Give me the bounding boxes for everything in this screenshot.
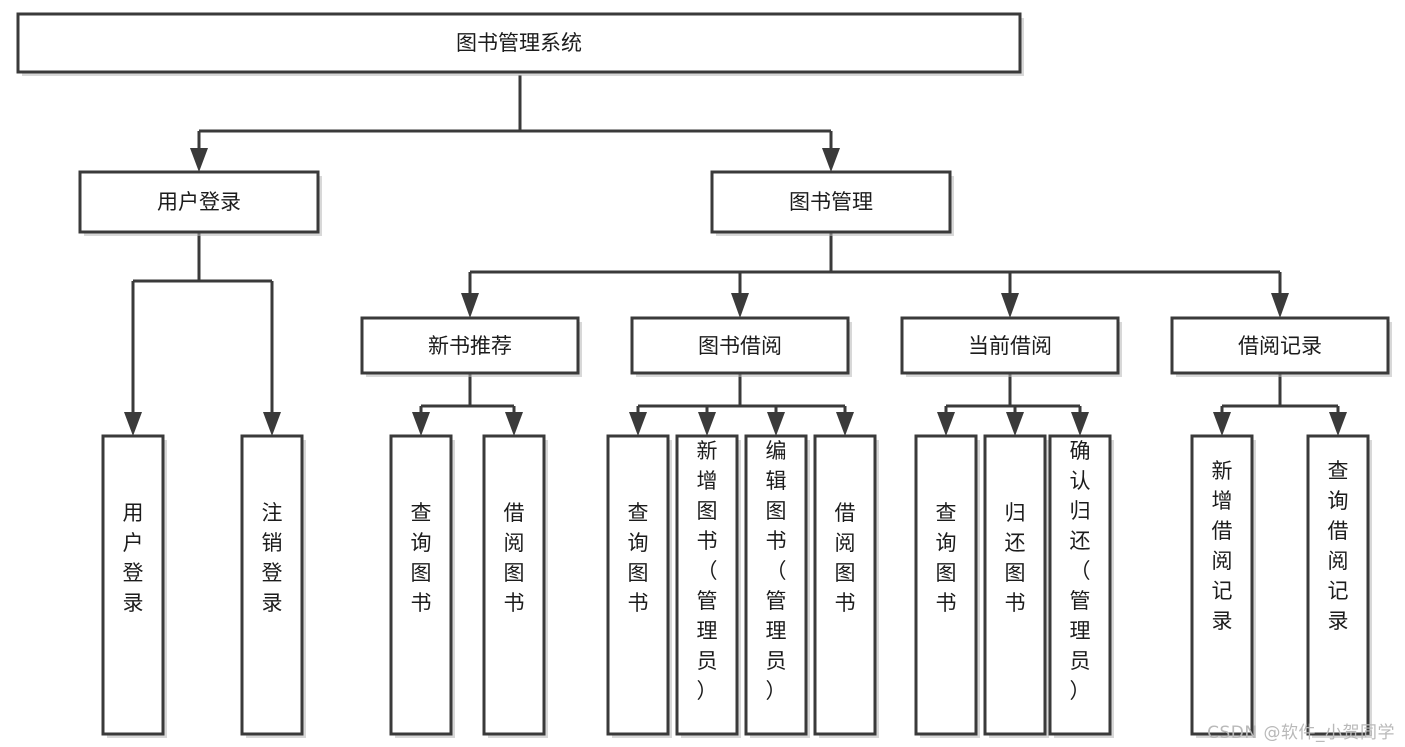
- new-book-recommend-box: [360, 316, 580, 375]
- arrowhead-nb-query: [412, 412, 430, 436]
- leaf-box: [983, 434, 1047, 736]
- arrowhead-br-add: [1213, 412, 1231, 436]
- arrowhead-cb-confirm: [1071, 412, 1089, 436]
- leaf-box: [744, 434, 808, 736]
- root-label: 图书管理系统: [456, 31, 582, 55]
- leaf-box: [914, 434, 978, 736]
- leaf-label: 查询借阅记录: [1328, 459, 1349, 633]
- csdn-watermark: CSDN @软件_小贺同学: [1207, 723, 1395, 743]
- leaf-curborrow-return[interactable]: 归还图书: [983, 434, 1049, 738]
- arrowhead-user-login: [190, 148, 208, 172]
- arrowhead-leaf-logout: [263, 412, 281, 436]
- node-root[interactable]: 图书管理系统: [16, 12, 1024, 76]
- arrowhead-book-mgmt: [822, 148, 840, 172]
- leaf-borrowrec-query[interactable]: 查询借阅记录: [1306, 434, 1372, 738]
- book-management-box: [710, 170, 952, 234]
- node-current-borrow[interactable]: 当前借阅: [900, 316, 1122, 377]
- node-book-borrow[interactable]: 图书借阅: [630, 316, 852, 377]
- leaf-label: 查询图书: [628, 501, 649, 615]
- node-new-book-recommend[interactable]: 新书推荐: [360, 316, 582, 377]
- leaf-label: 编辑图书（管理员）: [766, 439, 787, 703]
- leaf-curborrow-confirm[interactable]: 确认归还（管理员）: [1048, 434, 1114, 738]
- leaf-label: 用户登录: [123, 501, 144, 615]
- leaf-label: 归还图书: [1005, 501, 1026, 615]
- leaf-box: [1306, 434, 1370, 736]
- arrowhead-cb-return: [1006, 412, 1024, 436]
- user-login-label: 用户登录: [157, 190, 241, 214]
- leaf-box: [1190, 434, 1254, 736]
- arrowhead-bb-edit: [767, 412, 785, 436]
- book-management-label: 图书管理: [789, 190, 873, 214]
- leaf-newbook-query[interactable]: 查询图书: [389, 434, 455, 738]
- leaf-box: [240, 434, 304, 736]
- arrowhead-nb-borrow: [505, 412, 523, 436]
- arrowhead-br-query: [1329, 412, 1347, 436]
- borrow-record-label: 借阅记录: [1238, 334, 1322, 358]
- leaf-borrowrec-add[interactable]: 新增借阅记录: [1190, 434, 1256, 738]
- leaf-curborrow-query[interactable]: 查询图书: [914, 434, 980, 738]
- leaf-bookborrow-query[interactable]: 查询图书: [606, 434, 672, 738]
- arrowhead-bb-borrow: [836, 412, 854, 436]
- leaf-bookborrow-edit[interactable]: 编辑图书（管理员）: [744, 434, 810, 738]
- leaf-label: 查询图书: [411, 501, 432, 615]
- leaf-user-login-login[interactable]: 用户登录: [101, 434, 167, 738]
- leaf-box: [675, 434, 739, 736]
- leaf-bookborrow-add[interactable]: 新增图书（管理员）: [675, 434, 741, 738]
- leaf-label: 注销登录: [262, 501, 283, 615]
- leaf-user-login-logout[interactable]: 注销登录: [240, 434, 306, 738]
- node-user-login[interactable]: 用户登录: [78, 170, 322, 236]
- leaf-label: 确认归还（管理员）: [1070, 439, 1091, 703]
- arrowhead-book-borrow: [731, 293, 749, 318]
- book-borrow-label: 图书借阅: [698, 334, 782, 358]
- borrow-record-box: [1170, 316, 1390, 375]
- leaf-box: [389, 434, 453, 736]
- leaf-label: 借阅图书: [504, 501, 525, 615]
- arrowhead-cb-query: [937, 412, 955, 436]
- arrowhead-new-book: [461, 293, 479, 318]
- user-login-box: [78, 170, 320, 234]
- leaf-newbook-borrow[interactable]: 借阅图书: [482, 434, 548, 738]
- leaf-box: [813, 434, 877, 736]
- leaf-box: [1048, 434, 1112, 736]
- node-book-management[interactable]: 图书管理: [710, 170, 954, 236]
- leaf-label: 新增图书（管理员）: [697, 439, 718, 703]
- leaf-bookborrow-borrow[interactable]: 借阅图书: [813, 434, 879, 738]
- book-borrow-box: [630, 316, 850, 375]
- arrowhead-bb-query: [629, 412, 647, 436]
- arrowhead-bb-add: [698, 412, 716, 436]
- node-borrow-record[interactable]: 借阅记录: [1170, 316, 1392, 377]
- leaf-label: 借阅图书: [835, 501, 856, 615]
- leaf-box: [482, 434, 546, 736]
- leaf-label: 新增借阅记录: [1212, 459, 1233, 633]
- root-box: [16, 12, 1022, 74]
- connector-layer: [124, 75, 1347, 436]
- arrowhead-borrow-record: [1271, 293, 1289, 318]
- arrowhead-current-borrow: [1001, 293, 1019, 318]
- leaf-box: [606, 434, 670, 736]
- leaf-box: [101, 434, 165, 736]
- current-borrow-label: 当前借阅: [968, 334, 1052, 358]
- new-book-recommend-label: 新书推荐: [428, 334, 512, 358]
- arrowhead-leaf-user-login: [124, 412, 142, 436]
- leaf-label: 查询图书: [936, 501, 957, 615]
- current-borrow-box: [900, 316, 1120, 375]
